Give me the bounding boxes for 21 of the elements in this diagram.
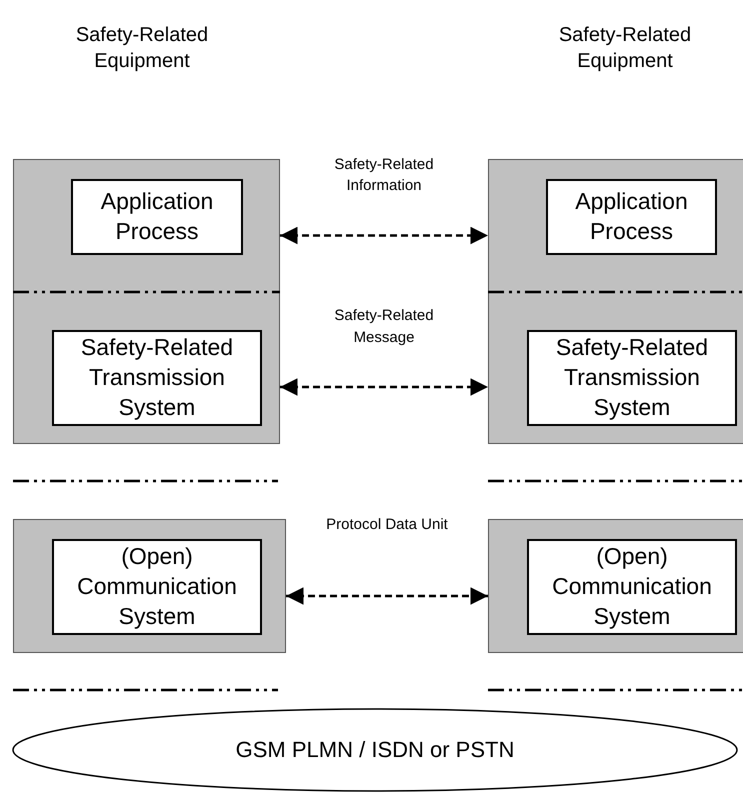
panel-band bbox=[13, 519, 286, 653]
layer-box: (Open) Communication System bbox=[527, 539, 737, 635]
layer-box: (Open) Communication System bbox=[52, 539, 262, 635]
panel-band bbox=[488, 519, 743, 653]
double-arrow bbox=[286, 587, 488, 605]
layer-box: Safety-Related Transmission System bbox=[52, 330, 262, 426]
column-heading: Safety-Related Equipment bbox=[74, 23, 210, 74]
double-arrow bbox=[280, 378, 488, 396]
panel-band bbox=[488, 159, 743, 292]
layer-box: Application Process bbox=[71, 179, 243, 255]
layer-box: Application Process bbox=[546, 179, 717, 255]
layer-box: Safety-Related Transmission System bbox=[527, 330, 737, 426]
panel-band bbox=[13, 159, 280, 292]
edge-label: Safety-Related Information bbox=[333, 154, 435, 196]
panel-band bbox=[488, 292, 743, 444]
edge-label: Protocol Data Unit bbox=[325, 515, 449, 535]
double-arrow bbox=[280, 226, 488, 244]
network-ellipse: GSM PLMN / ISDN or PSTN bbox=[12, 708, 738, 792]
edge-label: Safety-Related Message bbox=[333, 306, 435, 348]
column-heading: Safety-Related Equipment bbox=[558, 23, 692, 74]
panel-band bbox=[13, 292, 280, 444]
